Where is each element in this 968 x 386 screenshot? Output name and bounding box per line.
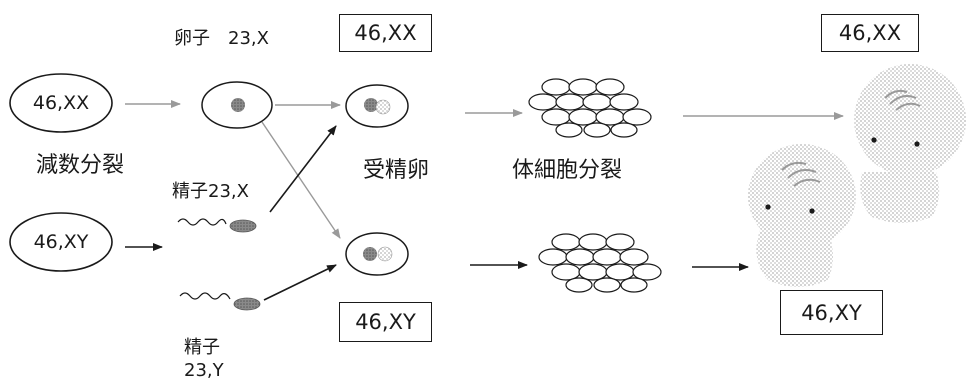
sperm-x-label: 精子23,X (172, 181, 249, 202)
mother-cell-oval (9, 73, 113, 133)
zygote-female-karyotype-box: 46,XX (339, 14, 432, 52)
sperm-y-head (233, 297, 261, 311)
baby-female-illustration (854, 64, 966, 223)
egg-label: 卵子 23,X (174, 28, 269, 49)
zygote-female-nucleus-a (364, 98, 378, 112)
arrow-sperm-x-to-zygote-female (269, 125, 337, 213)
zygote-male-nucleus-b (377, 246, 393, 262)
sperm-x-head (229, 219, 257, 233)
baby-male-illustration (748, 144, 856, 287)
sperm-y-label-line2: 23,Y (184, 360, 224, 381)
zygote-male-nucleus-a (363, 247, 377, 261)
father-cell-oval (9, 212, 113, 272)
fertilized-egg-label: 受精卵 (363, 158, 430, 183)
child-male-karyotype-box: 46,XY (780, 290, 883, 335)
sperm-y-tail (179, 292, 231, 300)
arrow-sperm-y-to-zygote-male (263, 264, 337, 301)
somatic-cell-cluster-male (538, 233, 662, 293)
sperm-x-tail (177, 218, 227, 226)
father-karyotype-label: 46,XY (33, 231, 89, 253)
child-female-karyotype-box: 46,XX (821, 14, 919, 52)
arrow-egg-to-zygote-male (261, 121, 341, 239)
zygote-male-karyotype-box: 46,XY (339, 302, 432, 342)
egg-nucleus (231, 98, 245, 112)
somatic-cell-cluster-female (528, 78, 652, 138)
mother-karyotype-label: 46,XX (32, 92, 90, 114)
zygote-female-nucleus-b (375, 99, 391, 115)
sperm-y-label-line1: 精子 (184, 337, 220, 358)
somatic-division-label: 体細胞分裂 (512, 158, 623, 183)
meiosis-label: 減数分裂 (36, 153, 125, 178)
